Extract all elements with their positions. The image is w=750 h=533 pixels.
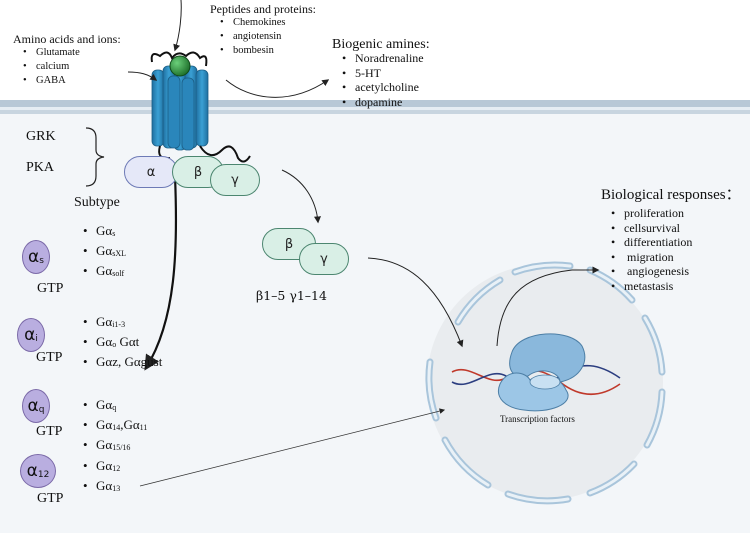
- subtype-title: Subtype: [74, 195, 120, 210]
- regulator-brace: [85, 127, 105, 187]
- list-item: metastasis: [611, 279, 692, 294]
- gtp-label: GTP: [36, 350, 63, 365]
- list-item: Gα15/16: [83, 436, 147, 456]
- alpha-symbol: α: [27, 396, 39, 416]
- g-gamma-subunit: γ: [210, 164, 260, 196]
- list-item: angiogenesis: [611, 264, 692, 279]
- list-item: proliferation: [611, 206, 692, 221]
- biogenic-amines-title: Biogenic amines:: [332, 37, 430, 52]
- gtp-label: GTP: [37, 281, 64, 296]
- list-item: Gαo Gαt: [83, 333, 162, 353]
- list-item: angiotensin: [220, 30, 286, 44]
- list-item: calcium: [23, 60, 80, 74]
- transcription-factor-complex: [498, 333, 586, 412]
- list-item: Gαq: [83, 396, 147, 416]
- biological-responses-title: Biological responses：: [601, 187, 741, 203]
- list-item: Chemokines: [220, 16, 286, 30]
- arrow-receptor-to-amines: [225, 79, 330, 98]
- grk-label: GRK: [26, 129, 56, 144]
- transcription-factors-label: Transcription factors: [500, 414, 575, 424]
- peptides-list: Chemokines angiotensin bombesin: [220, 16, 286, 58]
- biogenic-amines-list: Noradrenaline 5-HT acetylcholine dopamin…: [342, 51, 424, 109]
- alpha-symbol: α: [26, 461, 38, 481]
- amino-acids-title: Amino acids and ions:: [13, 32, 121, 46]
- list-item: Gαsolf: [83, 262, 126, 282]
- arrow-amino-to-receptor: [127, 71, 158, 81]
- alpha-subscript: 12: [37, 470, 50, 480]
- alpha-symbol: α: [28, 247, 40, 267]
- alpha-i-members: Gαi1-3 Gαo Gαt Gαz, Gαgust: [83, 313, 162, 370]
- ligand-ball: [169, 55, 191, 77]
- arrow-peptides-to-receptor: [173, 0, 182, 52]
- list-item: GαsXL: [83, 242, 126, 262]
- alpha-12-members: Gα12 Gα13: [83, 457, 120, 497]
- list-item: acetylcholine: [342, 80, 424, 95]
- alpha-subscript: i: [35, 334, 38, 344]
- list-item: Noradrenaline: [342, 51, 424, 66]
- list-item: Gαi1-3: [83, 313, 162, 333]
- list-item: bombesin: [220, 44, 286, 58]
- alpha-s-members: Gαs GαsXL Gαsolf: [83, 222, 126, 282]
- arrow-g12-to-nucleus: [139, 408, 446, 487]
- amino-acids-list: Glutamate calcium GABA: [23, 46, 80, 88]
- alpha-subscript: s: [39, 256, 44, 266]
- plasma-membrane-inner: [0, 110, 750, 114]
- biological-responses-list: proliferation cellsurvival differentiati…: [611, 206, 692, 293]
- list-item: Gαz, Gαgust: [83, 353, 162, 370]
- list-item: GABA: [23, 74, 80, 88]
- list-item: Gα12: [83, 457, 120, 477]
- list-item: differentiation: [611, 235, 692, 250]
- list-item: Gα13: [83, 477, 120, 497]
- gtp-label: GTP: [37, 491, 64, 506]
- arrow-betagamma-to-nucleus: [367, 257, 464, 348]
- gtp-label: GTP: [36, 424, 63, 439]
- list-item: dopamine: [342, 95, 424, 110]
- beta-gamma-isoforms: β1–5 γ1–14: [256, 288, 327, 303]
- list-item: 5-HT: [342, 66, 424, 81]
- pka-label: PKA: [26, 160, 55, 175]
- arrow-trimer-to-betagamma: [281, 169, 321, 224]
- gpcr-receptor: [150, 51, 251, 163]
- alpha-q-members: Gαq Gα14,Gα11 Gα15/16: [83, 396, 147, 456]
- arrow-nucleus-to-responses: [496, 266, 600, 347]
- alpha-subscript: q: [38, 405, 45, 415]
- list-item: Gα14,Gα11: [83, 416, 147, 436]
- list-item: Gαs: [83, 222, 126, 242]
- list-item: migration: [611, 250, 692, 265]
- alpha-symbol: α: [24, 325, 36, 345]
- free-gamma-subunit: γ: [299, 243, 349, 275]
- list-item: cellsurvival: [611, 221, 692, 236]
- g-alpha-subunit: α: [124, 156, 178, 188]
- list-item: Glutamate: [23, 46, 80, 60]
- peptides-title: Peptides and proteins:: [210, 2, 316, 16]
